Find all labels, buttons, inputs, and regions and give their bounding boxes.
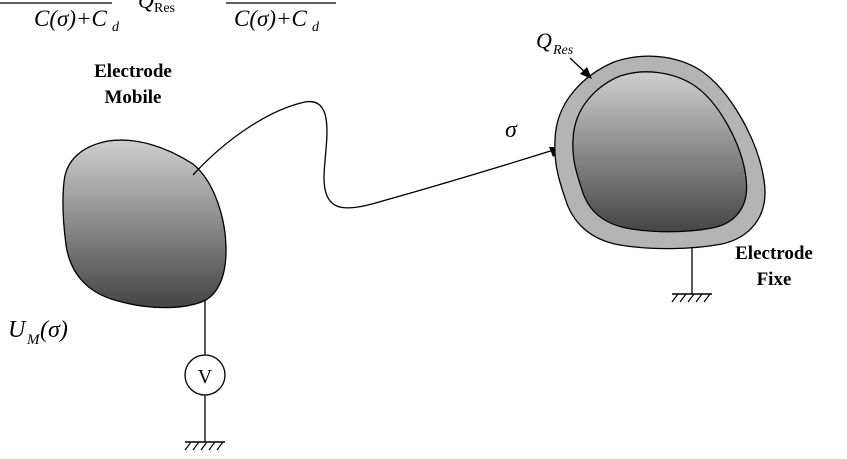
fixed-electrode-label-line2: Fixe bbox=[757, 269, 792, 290]
mobile-electrode-label-line2: Mobile bbox=[105, 87, 162, 108]
voltmeter-symbol: V bbox=[198, 366, 213, 388]
formula-right-denominator-sub: d bbox=[312, 20, 320, 35]
fixed-ground-icon bbox=[671, 247, 712, 303]
connecting-wire bbox=[192, 101, 561, 209]
formula-left-denominator-sub: d bbox=[112, 20, 120, 35]
fixed-electrode-label-line1: Electrode bbox=[735, 243, 813, 264]
formula-fragment: C(σ)+C d Q Res C(σ)+C d bbox=[0, 0, 336, 35]
voltmeter-icon: V bbox=[184, 354, 226, 396]
formula-right-denominator: C(σ)+C bbox=[234, 6, 308, 31]
sigma-label: σ bbox=[505, 117, 518, 143]
mobile-electrode-body bbox=[62, 139, 227, 309]
qres-label-main: Q bbox=[536, 28, 552, 53]
formula-left-denominator: C(σ)+C bbox=[34, 6, 108, 31]
qres-label-sub: Res bbox=[552, 43, 574, 58]
potential-label-arg: (σ) bbox=[40, 317, 68, 343]
mobile-ground-icon bbox=[184, 441, 225, 451]
formula-res-sub: Res bbox=[154, 1, 175, 16]
potential-label-sub: M bbox=[26, 332, 41, 348]
formula-res-symbol: Q bbox=[138, 0, 154, 13]
potential-label-main: U bbox=[8, 317, 27, 343]
fixed-electrode-body bbox=[572, 71, 748, 233]
mobile-electrode-label-line1: Electrode bbox=[94, 61, 172, 82]
qres-arrow-head bbox=[580, 67, 592, 79]
